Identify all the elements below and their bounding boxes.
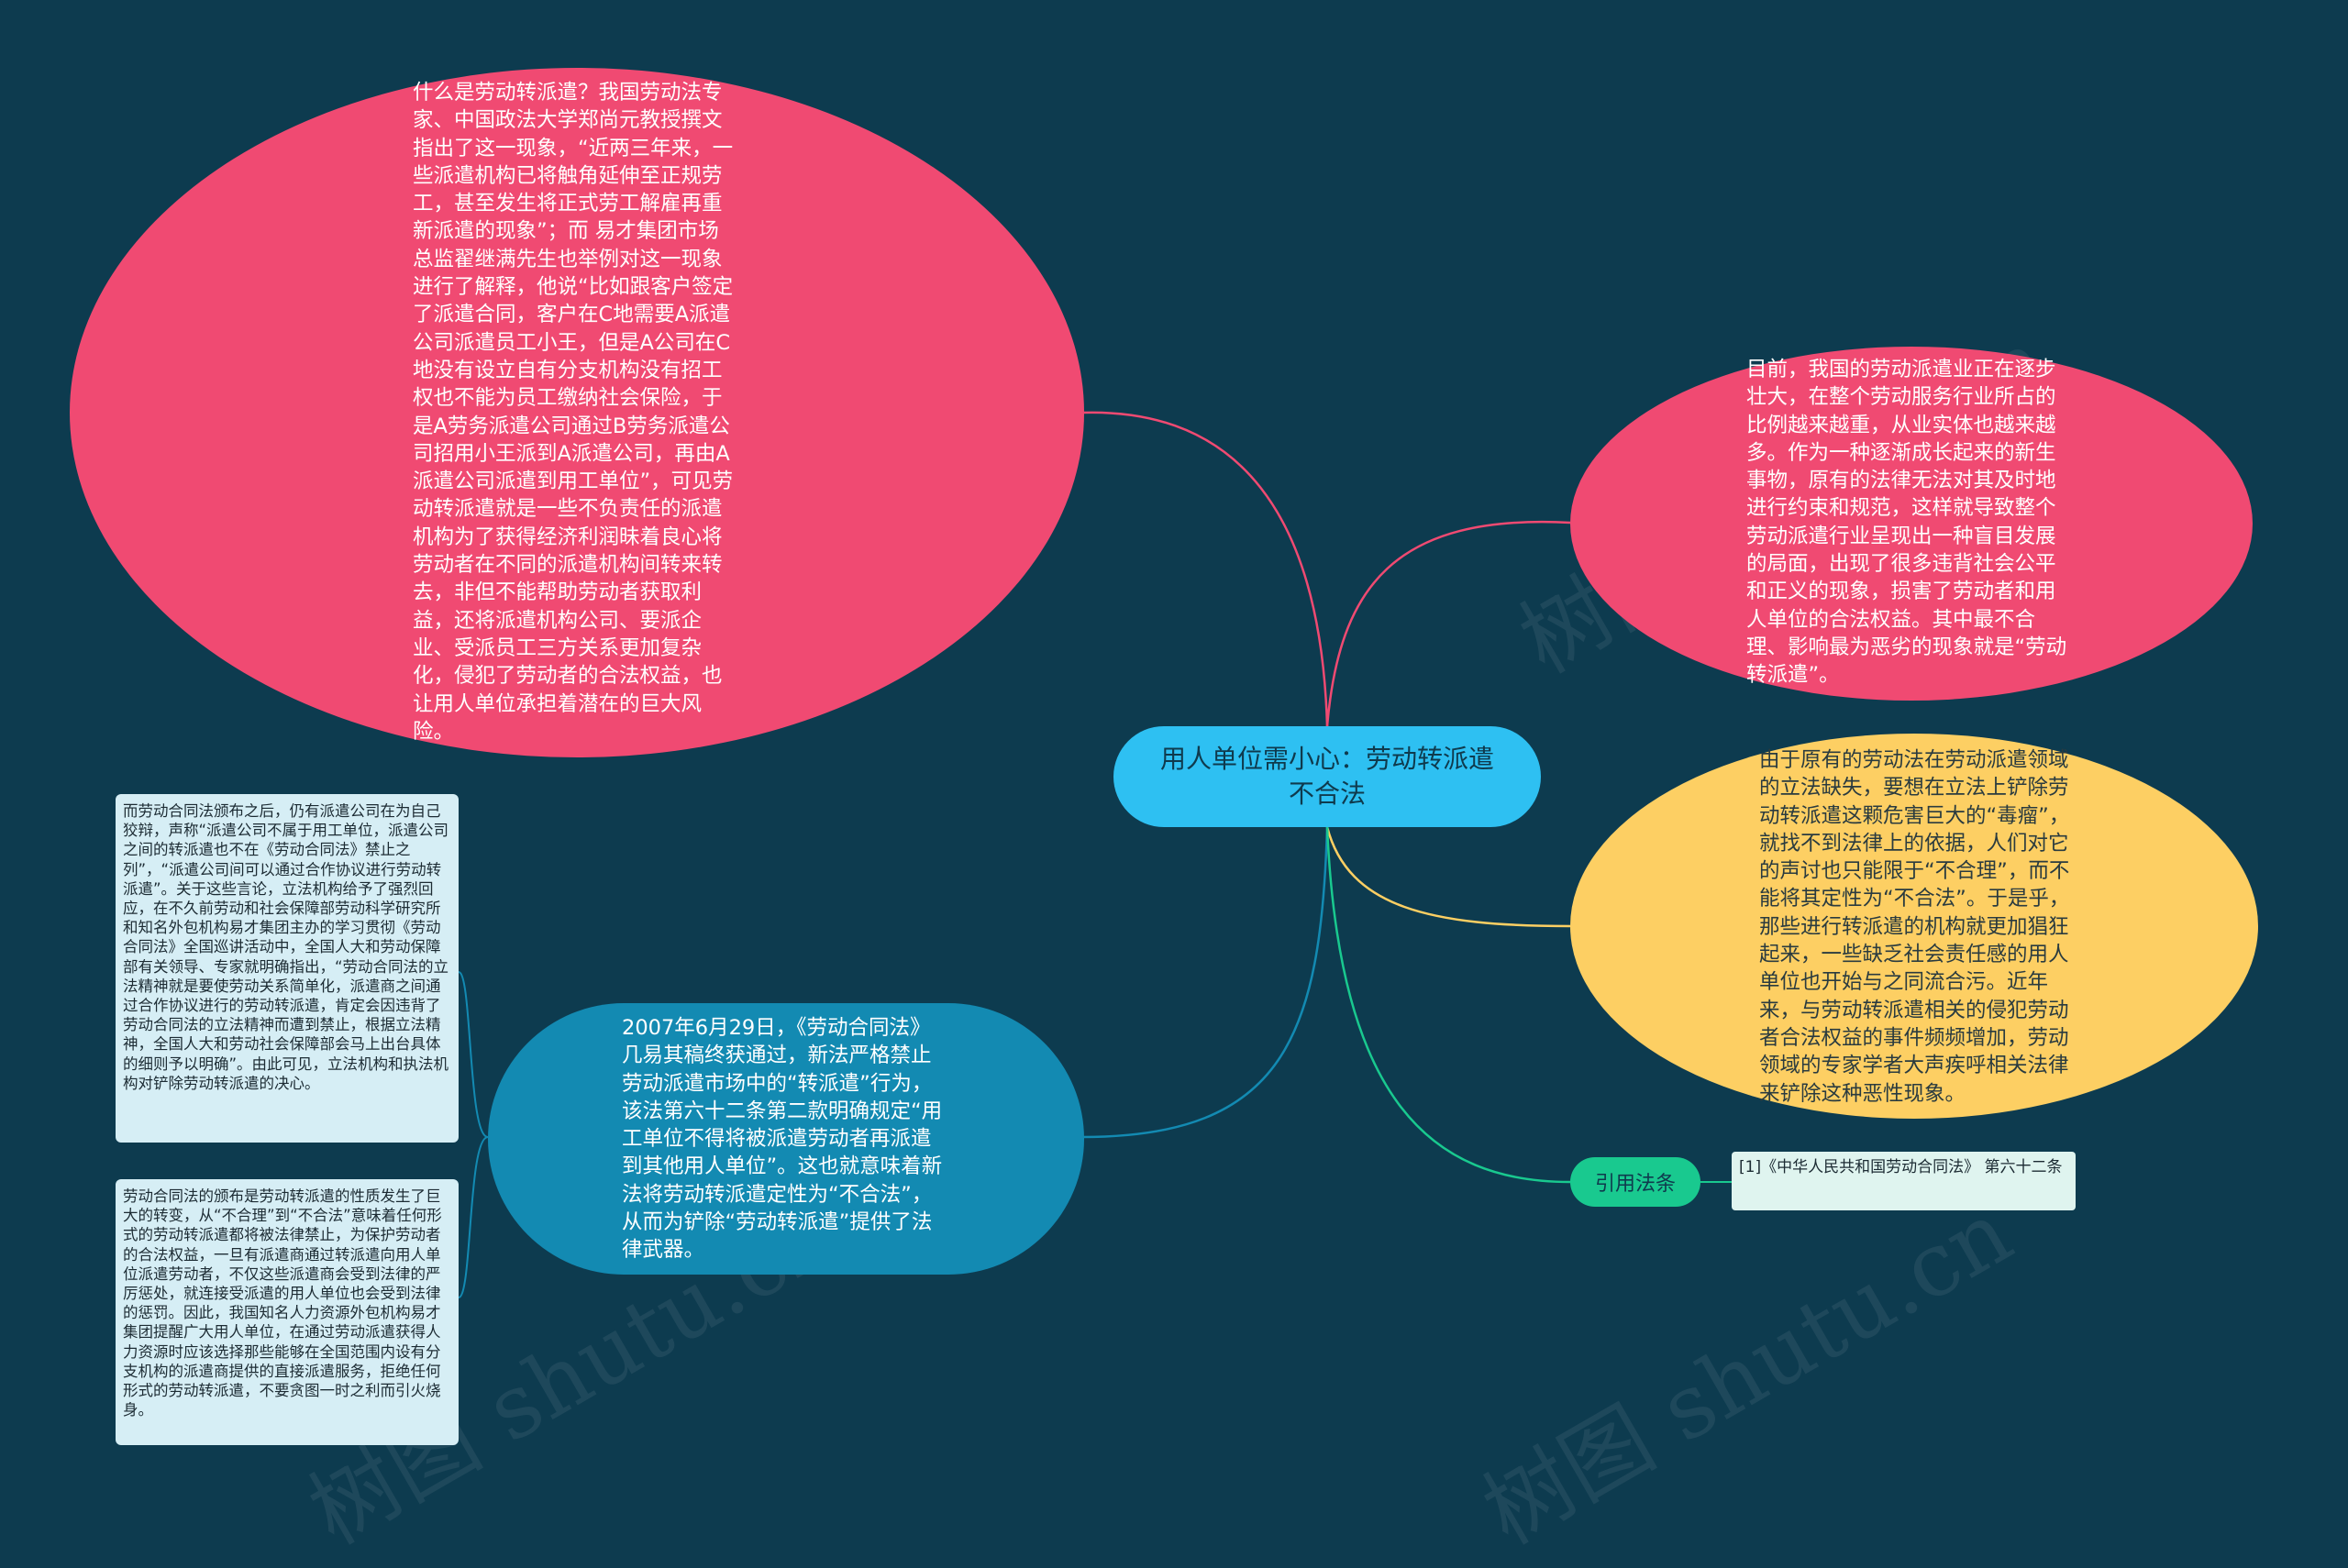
node-mid-right[interactable] [1570,734,2258,1119]
link-bottom-left [1081,826,1329,1139]
link-mid-right [1325,826,1571,928]
node-top-right[interactable] [1570,347,2253,701]
node-top-left-text: 什么是劳动转派遣？我国劳动法专家、中国政法大学郑尚元教授撰文指出了这一现象，“近… [413,81,734,744]
link-top-left [1081,411,1329,727]
mind-map-canvas: 树图 shutu.cn 树图 shutu.cn 树图 shutu.cn 树图 s… [70,68,2258,1564]
node-bottom-left-text: 2007年6月29日，《劳动合同法》几易其稿终获通过，新法严格禁止劳动派遣市场中… [622,1016,943,1263]
detail-card-employer-warning[interactable]: 劳动合同法的颁布是劳动转派遣的性质发生了巨大的转变，从“不合理”到“不合法”意味… [116,1179,459,1445]
node-top-right-text: 目前，我国的劳动派遣业正在逐步壮大，在整个劳动服务行业所占的比例越来越重，从业实… [1746,358,2067,688]
center-topic-label: 用人单位需小心：劳动转派遣不合法 [1159,744,1494,809]
link-tag [1325,826,1571,1184]
node-mid-right-text: 由于原有的劳动法在劳动派遣领域的立法缺失，要想在立法上铲除劳动转派遣这颗危害巨大… [1759,748,2070,1106]
node-bottom-left[interactable] [488,1003,1084,1275]
citation-reference[interactable]: [1]《中华人民共和国劳动合同法》 第六十二条 [1732,1152,2076,1210]
link-card-1 [458,971,489,1138]
link-card-2 [458,1136,489,1298]
citation-tag-label: 引用法条 [1594,1173,1676,1196]
connector-layer [458,411,1732,1298]
link-top-right [1325,520,1571,727]
center-topic[interactable]: 用人单位需小心：劳动转派遣不合法 [1113,726,1541,827]
detail-card-legislation[interactable]: 而劳动合同法颁布之后，仍有派遣公司在为自己狡辩，声称“派遣公司不属于用工单位，派… [116,794,459,1143]
node-top-left[interactable] [70,68,1084,757]
citation-tag[interactable]: 引用法条 [1570,1157,1700,1207]
